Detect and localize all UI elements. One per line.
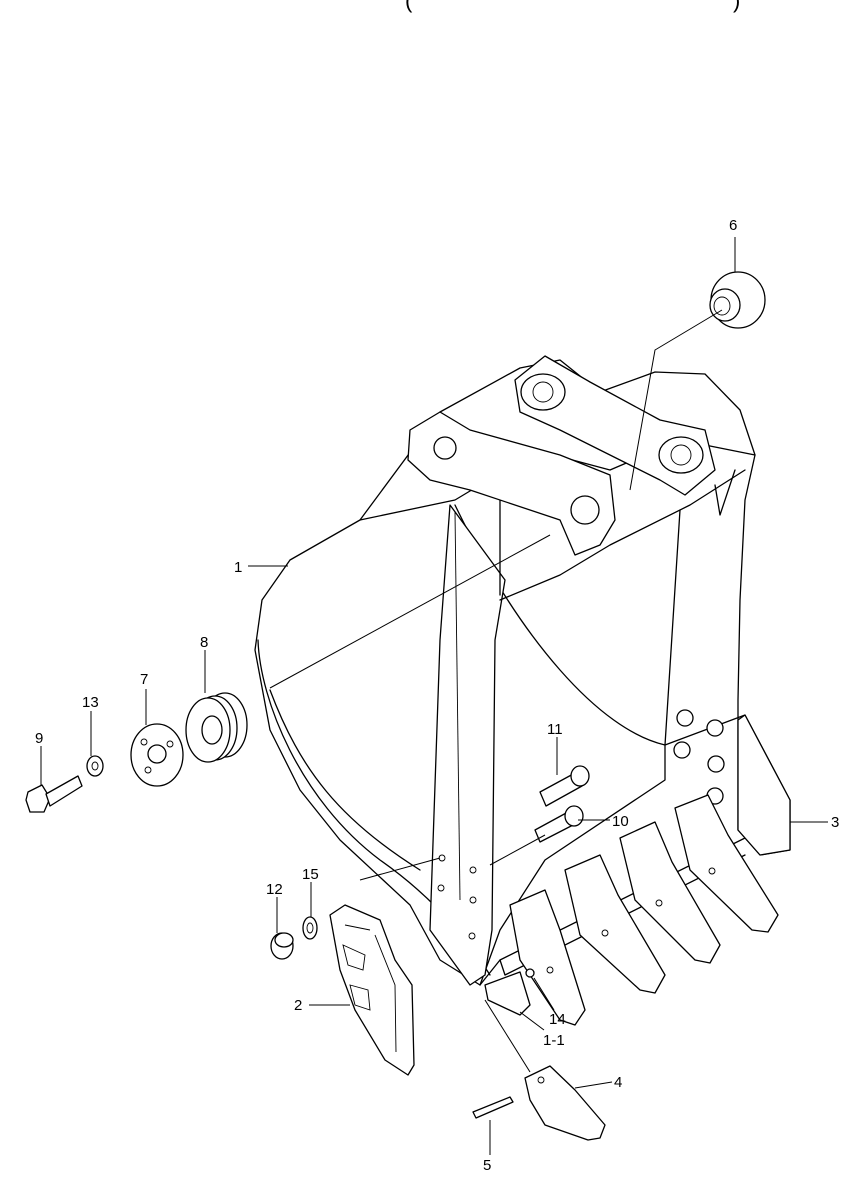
callout-5: 5 xyxy=(483,1157,491,1174)
leader-lines xyxy=(40,237,828,1155)
callout-2: 2 xyxy=(294,997,302,1014)
side-plate-part xyxy=(329,904,415,1076)
callout-8: 8 xyxy=(200,634,208,651)
nut-part xyxy=(270,932,294,960)
side-cutter xyxy=(737,714,791,856)
callout-10: 10 xyxy=(612,813,629,830)
callout-1-1: 1-1 xyxy=(543,1032,565,1049)
lock-pin-part xyxy=(525,968,535,978)
tooth-part xyxy=(524,1065,606,1141)
header-fragment-right: ) xyxy=(733,0,740,13)
callout-3: 3 xyxy=(831,814,839,831)
washer-part-15 xyxy=(302,916,318,940)
header-fragment-left: ( xyxy=(405,0,413,13)
bolt-part-11 xyxy=(539,765,590,807)
bolt-part xyxy=(25,775,83,813)
bolt-part-10 xyxy=(534,805,584,843)
callout-14: 14 xyxy=(549,1011,566,1028)
callout-9: 9 xyxy=(35,730,43,747)
pin-part xyxy=(472,1096,514,1119)
callout-7: 7 xyxy=(140,671,148,688)
callout-15: 15 xyxy=(302,866,319,883)
callout-4: 4 xyxy=(614,1074,622,1091)
callout-6: 6 xyxy=(729,217,737,234)
bucket-body xyxy=(254,355,791,986)
bucket-teeth xyxy=(484,794,779,1026)
callout-1: 1 xyxy=(234,559,242,576)
bushing-part xyxy=(709,271,766,329)
callout-11: 11 xyxy=(547,721,563,738)
shim-ring-part xyxy=(185,692,248,763)
callout-13: 13 xyxy=(82,694,99,711)
plate-part xyxy=(130,723,184,787)
washer-part xyxy=(86,755,104,777)
callout-12: 12 xyxy=(266,881,283,898)
